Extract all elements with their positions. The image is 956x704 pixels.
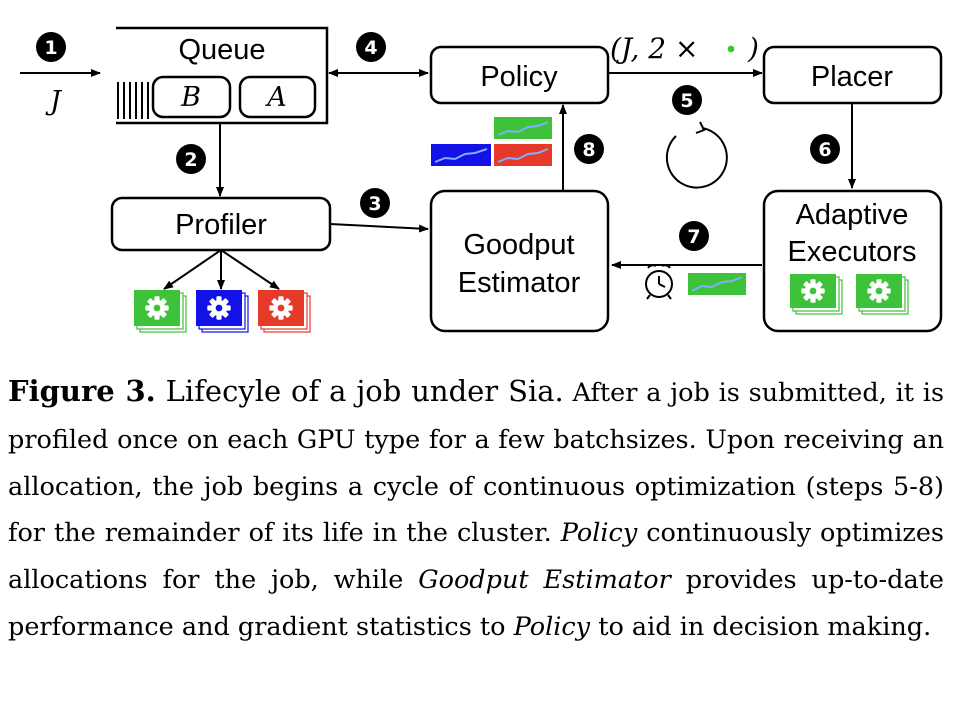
executors-label-line1: Adaptive [796,199,909,231]
goodput-estimator-node [429,189,610,333]
caption-estimator-term: Goodput Estimator [418,565,671,596]
caption-text: After a job is submitted, it is profiled… [8,378,945,549]
placer-label: Placer [811,61,894,93]
cycle-arrow-icon [665,121,728,189]
svg-text:8: 8 [582,139,595,161]
caption-policy-term: Policy [560,518,638,549]
goodput-plot-icon [688,273,746,295]
queue-node: Queue B A [116,26,329,125]
policy-label: Policy [480,61,558,93]
goodput-label-line1: Goodput [463,229,574,261]
alarm-clock-icon [645,264,673,300]
caption-text: provides up-to-date performance and grad… [8,565,944,642]
figure-caption: Figure 3. Lifecyle of a job under Sia. A… [8,368,944,651]
svg-text:B: B [180,82,201,113]
step-marker-8: 8 [574,134,604,164]
blue-gpu-gear-icon [196,290,249,333]
step-marker-1: 1 [36,32,66,62]
red-gpu-gear-icon [258,290,311,333]
profiler-goodput-arrow [329,223,429,233]
step-marker-4: 4 [356,32,386,62]
green-gpu-gear-icon [134,290,187,333]
goodput-label-line2: Estimator [458,267,581,299]
figure-label: Figure 3. [8,374,156,408]
svg-text:A: A [264,82,287,113]
caption-text: continuously optimizes allocations for t… [8,518,944,596]
executor-gear-icon [856,274,909,315]
profiler-label: Profiler [175,209,267,241]
policy-node [429,45,610,105]
step-marker-3: 3 [360,188,390,218]
input-job-label: J [45,86,63,117]
svg-text:5: 5 [680,90,693,112]
caption-title: Figure 3. Lifecyle of a job under Sia. [8,374,564,408]
caption-heading: Lifecyle of a job under Sia. [165,374,564,408]
svg-text:6: 6 [818,139,831,161]
profiler-fanout-arrows [163,249,280,290]
svg-text:2: 2 [184,149,197,171]
goodput-plot-icon [494,144,552,166]
goodput-plot-icon [431,144,491,166]
step-marker-7: 7 [679,221,709,251]
svg-text:(J, 2 ×: (J, 2 × [610,32,698,65]
job-lifecycle-diagram: 1 2 3 4 5 6 7 8 J [20,26,943,333]
queued-job-b [151,75,232,119]
step-marker-2: 2 [176,144,206,174]
allocation-label: (J, 2 × ) [610,32,759,65]
goodput-plot-icon [494,117,552,139]
svg-text:1: 1 [44,37,57,59]
svg-text:): ) [747,32,759,65]
step-marker-6: 6 [810,134,840,164]
svg-text:3: 3 [368,193,381,215]
executors-label-line2: Executors [788,236,917,268]
allocation-gear-icon [719,37,743,61]
queue-label: Queue [178,34,265,66]
caption-text: to aid in decision making. [598,611,932,642]
caption-policy-term: Policy [513,611,591,642]
svg-text:7: 7 [687,226,700,248]
executor-gear-icon [790,274,843,315]
queued-job-a [238,75,317,119]
step-marker-5: 5 [672,85,702,115]
svg-text:4: 4 [364,37,377,59]
